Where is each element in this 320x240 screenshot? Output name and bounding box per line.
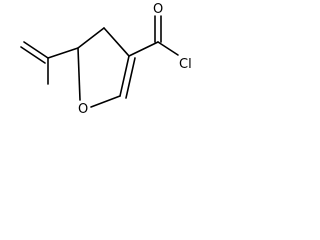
dihydrofuran-ring	[77, 27, 136, 108]
bond-isopropenyl-ring	[47, 47, 79, 59]
bond-c3-c2-b	[125, 57, 136, 99]
bond-ch2-double-1	[23, 41, 49, 59]
atom-label-chlorine: Cl	[179, 57, 192, 72]
chemical-structure-diagram: O O Cl	[20, 2, 192, 117]
bond-c5-c4	[77, 27, 105, 49]
bond-c3-carbonyl	[128, 41, 159, 57]
atom-label-oxygen-ring: O	[78, 102, 88, 117]
isopropenyl-group	[20, 41, 79, 85]
atom-label-oxygen-carbonyl: O	[153, 2, 163, 17]
bond-c2-o	[90, 95, 121, 108]
bond-carbonyl-cl	[157, 41, 179, 56]
bond-ch2-double-2	[20, 46, 46, 64]
acyl-chloride-group	[128, 15, 179, 57]
bond-c3-c2-a	[119, 55, 130, 97]
bond-o-c5	[77, 47, 81, 101]
bond-c4-c3	[103, 27, 130, 57]
